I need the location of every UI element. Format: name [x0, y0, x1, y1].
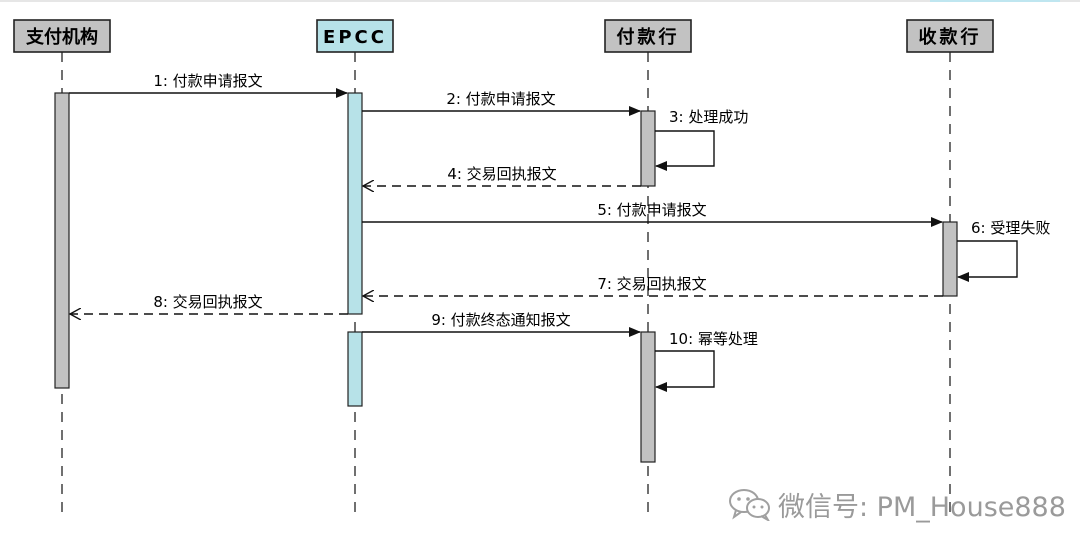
self-loop-arrow	[957, 240, 1018, 282]
message-label: 2: 付款申请报文	[446, 90, 555, 108]
self-loop-arrow	[655, 350, 715, 392]
lifelines	[61, 52, 951, 512]
message-5: 5: 付款申请报文	[362, 201, 943, 227]
watermark: 微信号: PM_House888	[728, 484, 1066, 524]
participant-box	[13, 19, 111, 53]
activations	[54, 92, 958, 463]
message-7: 7: 交易回执报文	[363, 275, 943, 296]
message-10: 10: 幂等处理	[655, 330, 758, 392]
message-2: 2: 付款申请报文	[362, 90, 641, 116]
participant-payer-inst: 支付机构	[13, 19, 111, 53]
activation-epcc-2	[347, 331, 363, 407]
participant-label: 支付机构	[25, 26, 98, 48]
participant-box	[604, 19, 692, 53]
top-border-accent	[930, 0, 1060, 2]
participant-label: 收款行	[919, 26, 982, 48]
message-9: 9: 付款终态通知报文	[362, 311, 641, 337]
message-1: 1: 付款申请报文	[69, 72, 348, 98]
activation-payer-bank-2	[640, 331, 656, 463]
message-label: 8: 交易回执报文	[153, 293, 262, 311]
message-label: 1: 付款申请报文	[153, 72, 262, 90]
activation-payer-inst	[54, 92, 70, 389]
participant-epcc: EPCC	[316, 19, 394, 53]
participant-label: EPCC	[323, 27, 387, 48]
activation-epcc-1	[347, 92, 363, 315]
message-label: 5: 付款申请报文	[597, 201, 706, 219]
message-label: 10: 幂等处理	[669, 330, 758, 348]
self-loop-arrow	[655, 130, 715, 171]
message-3: 3: 处理成功	[655, 108, 748, 171]
participant-payee-bank: 收款行	[906, 19, 994, 53]
watermark-text: 微信号: PM_House888	[778, 491, 1066, 523]
message-4: 4: 交易回执报文	[363, 165, 641, 186]
participant-payer-bank: 付款行	[604, 19, 692, 53]
top-border	[0, 0, 1080, 2]
participant-box	[906, 19, 994, 53]
message-6: 6: 受理失败	[957, 219, 1050, 282]
messages: 1: 付款申请报文 2: 付款申请报文 3: 处理成功 4: 交易回执报文 5:…	[69, 72, 1050, 392]
message-label: 3: 处理成功	[669, 108, 748, 126]
wechat-icon	[729, 489, 770, 521]
message-label: 6: 受理失败	[971, 219, 1050, 237]
activation-payer-bank-1	[640, 110, 656, 187]
message-label: 7: 交易回执报文	[597, 275, 706, 293]
activation-payee-bank	[942, 221, 958, 297]
message-8: 8: 交易回执报文	[70, 293, 348, 314]
message-label: 4: 交易回执报文	[447, 165, 556, 183]
participant-label: 付款行	[617, 26, 680, 48]
participant-box	[316, 19, 394, 53]
message-label: 9: 付款终态通知报文	[431, 311, 570, 329]
